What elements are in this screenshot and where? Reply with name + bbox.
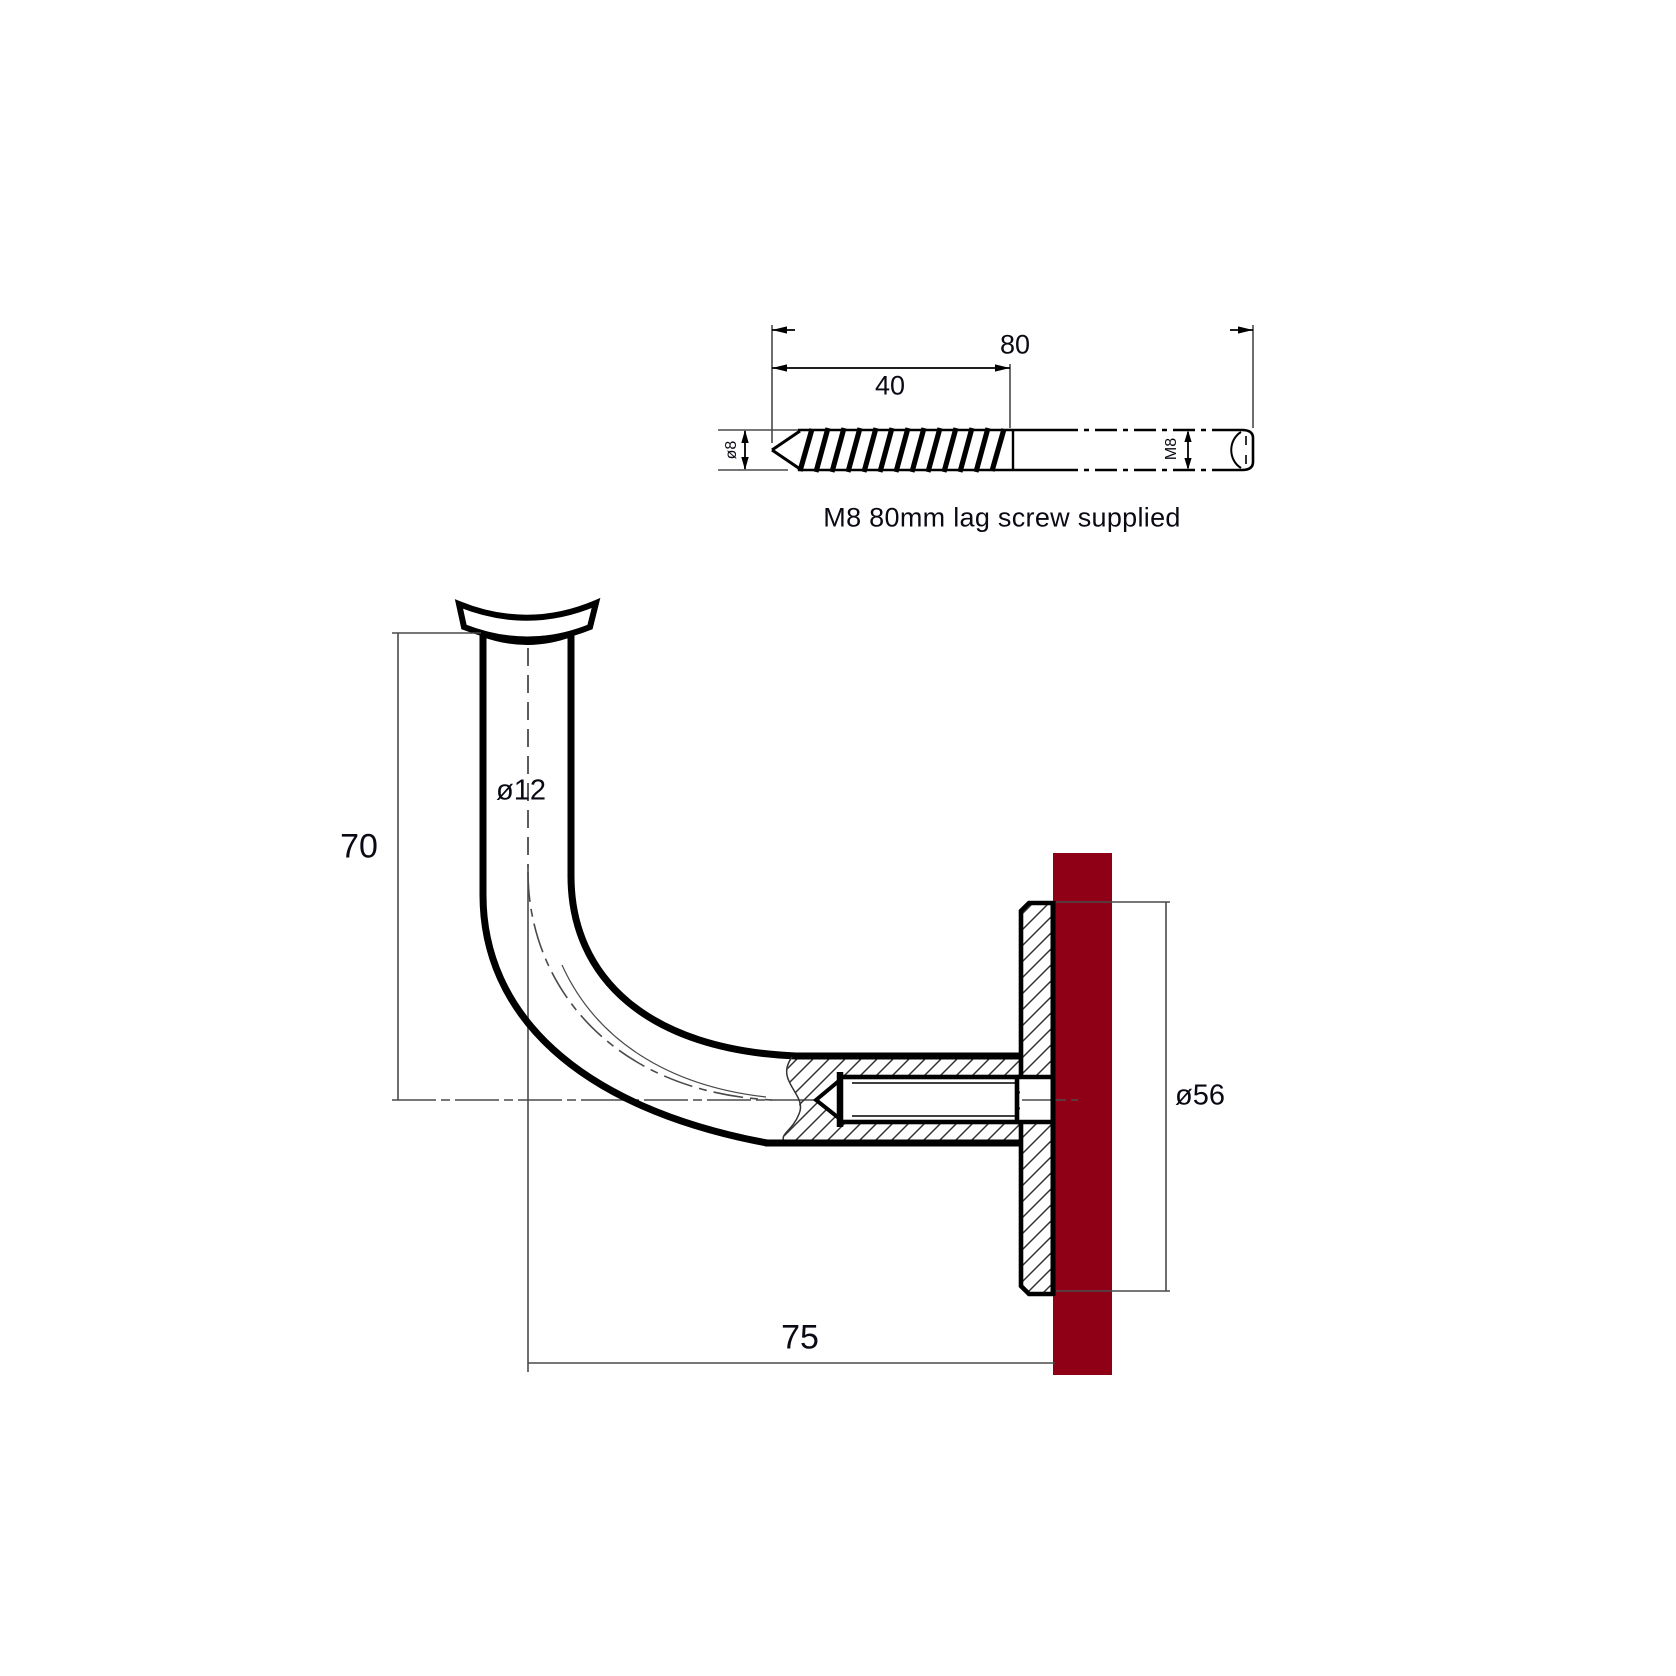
lag-screw-view bbox=[718, 325, 1255, 473]
wall-section bbox=[1053, 853, 1112, 1375]
thread-label-m8: M8 bbox=[1163, 437, 1180, 461]
dim-label-80: 80 bbox=[999, 329, 1031, 360]
screw-caption: M8 80mm lag screw supplied bbox=[823, 502, 1181, 533]
dim-label-75: 75 bbox=[781, 1318, 819, 1357]
screw-extension-lines bbox=[718, 325, 1254, 471]
bracket-arm-edges bbox=[765, 1052, 1020, 1147]
bracket-tube bbox=[454, 597, 797, 1147]
section-break-line bbox=[782, 1056, 802, 1144]
bracket-dimension-lines bbox=[392, 632, 1170, 1364]
dim-label-40: 40 bbox=[874, 370, 906, 401]
screw-dimension-lines bbox=[741, 326, 1253, 470]
centerlines bbox=[392, 648, 1078, 1372]
dia-label-o56: ø56 bbox=[1175, 1079, 1225, 1112]
screw-body bbox=[771, 427, 1255, 473]
wood-thread-lines bbox=[797, 427, 1007, 473]
dim-label-70: 70 bbox=[340, 827, 378, 866]
dia-label-o12: ø12 bbox=[496, 774, 546, 807]
dia-label-o8: ø8 bbox=[723, 440, 740, 460]
mounting-screw-section bbox=[812, 1072, 1053, 1127]
mounting-plate-outline bbox=[1018, 900, 1056, 1297]
